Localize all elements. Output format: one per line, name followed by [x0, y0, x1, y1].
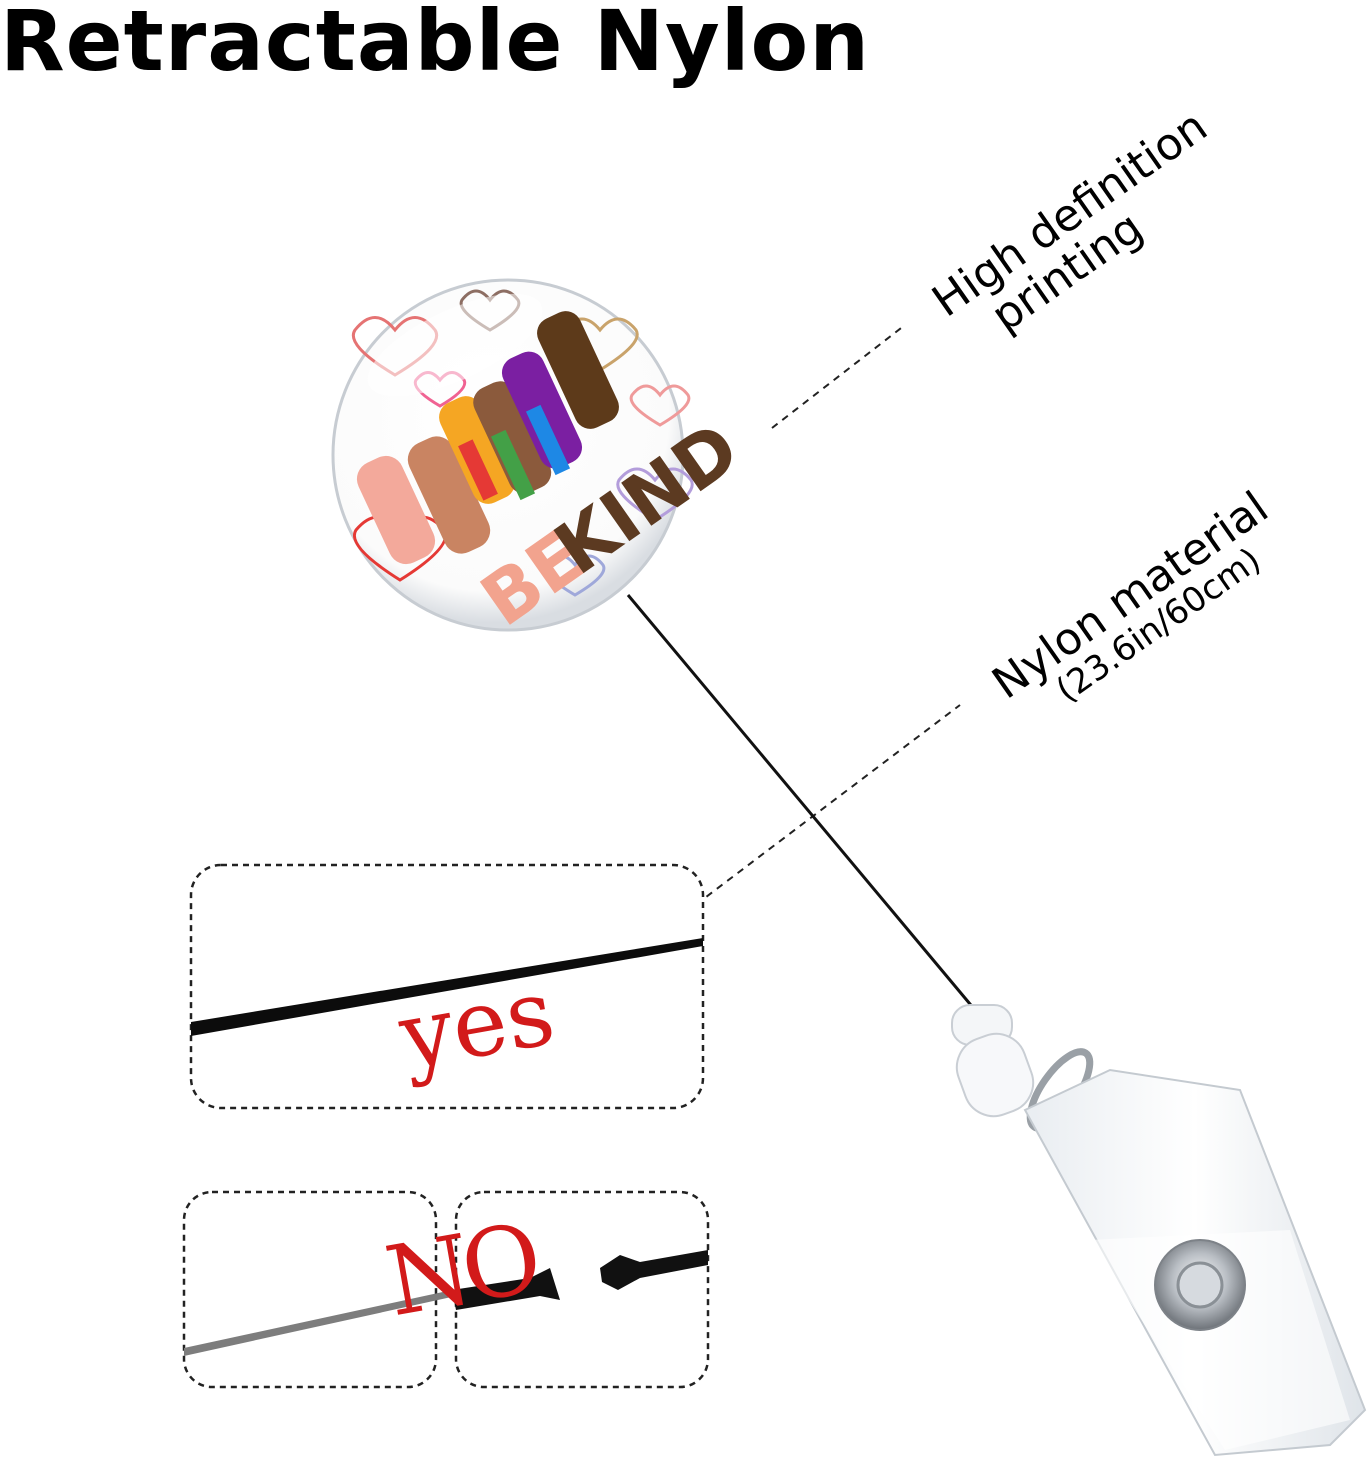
- page-title: Retractable Nylon: [0, 0, 871, 90]
- badge-clip: [951, 1004, 1367, 1457]
- raised-hands: [356, 311, 619, 565]
- frayed-cord-end-left: [452, 1268, 560, 1310]
- comparison-bad-panel: [182, 1190, 710, 1389]
- frayed-cord-end-right: [600, 1250, 708, 1290]
- leader-line-printing: [771, 324, 906, 429]
- badge-reel: BE KIND: [331, 278, 754, 642]
- braided-cord-sample: [191, 938, 703, 1036]
- thin-wire-sample: [184, 1290, 456, 1356]
- retractable-cord: [626, 594, 977, 1011]
- comparison-good-panel: [189, 863, 705, 1110]
